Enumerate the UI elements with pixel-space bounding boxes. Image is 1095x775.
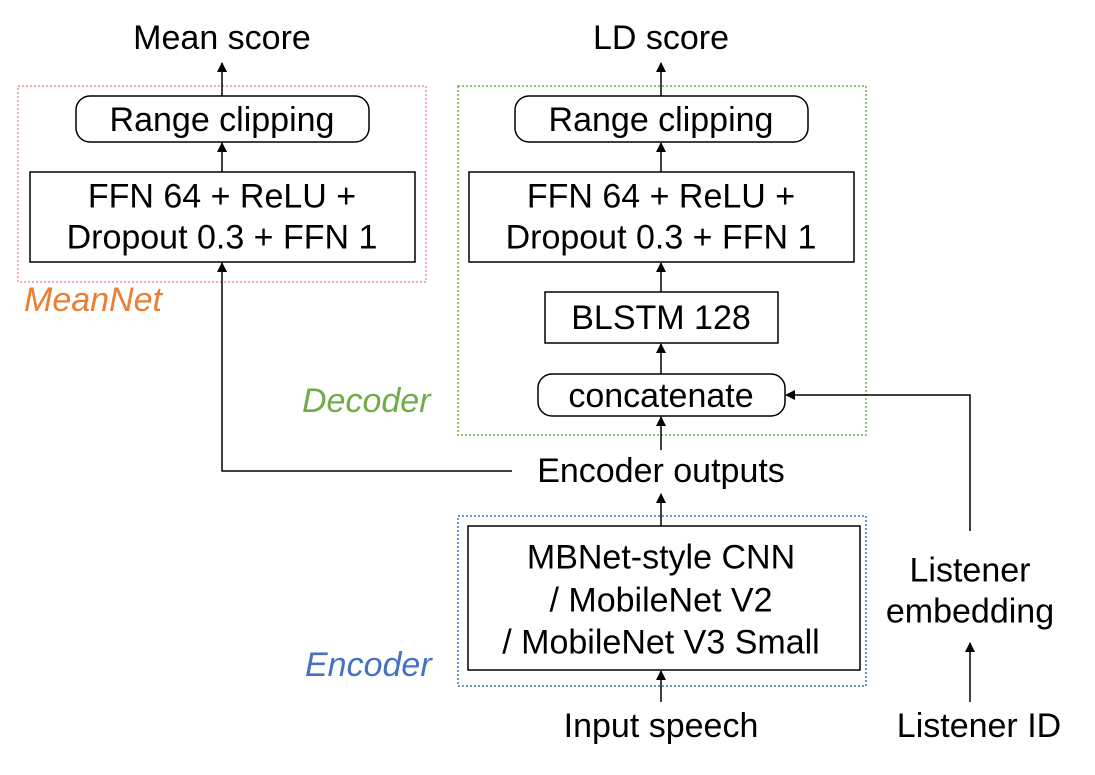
meannet-region-label: MeanNet xyxy=(24,281,162,319)
blstm-label: BLSTM 128 xyxy=(571,299,751,337)
listener-embedding-label: Listener embedding xyxy=(885,551,1055,631)
encoder-cnn-box xyxy=(467,525,861,671)
decoder-region-border xyxy=(457,85,867,436)
decoder-ffn-label: FFN 64 + ReLU + Dropout 0.3 + FFN 1 xyxy=(505,177,817,257)
encoder-outputs-label: Encoder outputs xyxy=(537,452,785,490)
arrow-outputs-to-meannet xyxy=(217,262,512,472)
meannet-ffn-label: FFN 64 + ReLU + Dropout 0.3 + FFN 1 xyxy=(66,177,378,257)
decoder-range-clipping-label: Range clipping xyxy=(548,101,774,139)
input-speech-label: Input speech xyxy=(563,707,759,745)
meannet-range-clipping-label: Range clipping xyxy=(109,101,335,139)
ld-score-label: LD score xyxy=(592,19,730,57)
encoder-cnn-label: MBNet-style CNN / MobileNet V2 / MobileN… xyxy=(502,538,820,662)
encoder-region-label: Encoder xyxy=(305,646,432,684)
mean-score-label: Mean score xyxy=(133,19,311,57)
listener-id-label: Listener ID xyxy=(896,707,1062,745)
concatenate-label: concatenate xyxy=(568,377,754,415)
arrow-embedding-to-concatenate xyxy=(785,390,971,531)
encoder-region-border xyxy=(457,515,867,687)
decoder-region-label: Decoder xyxy=(302,382,431,420)
